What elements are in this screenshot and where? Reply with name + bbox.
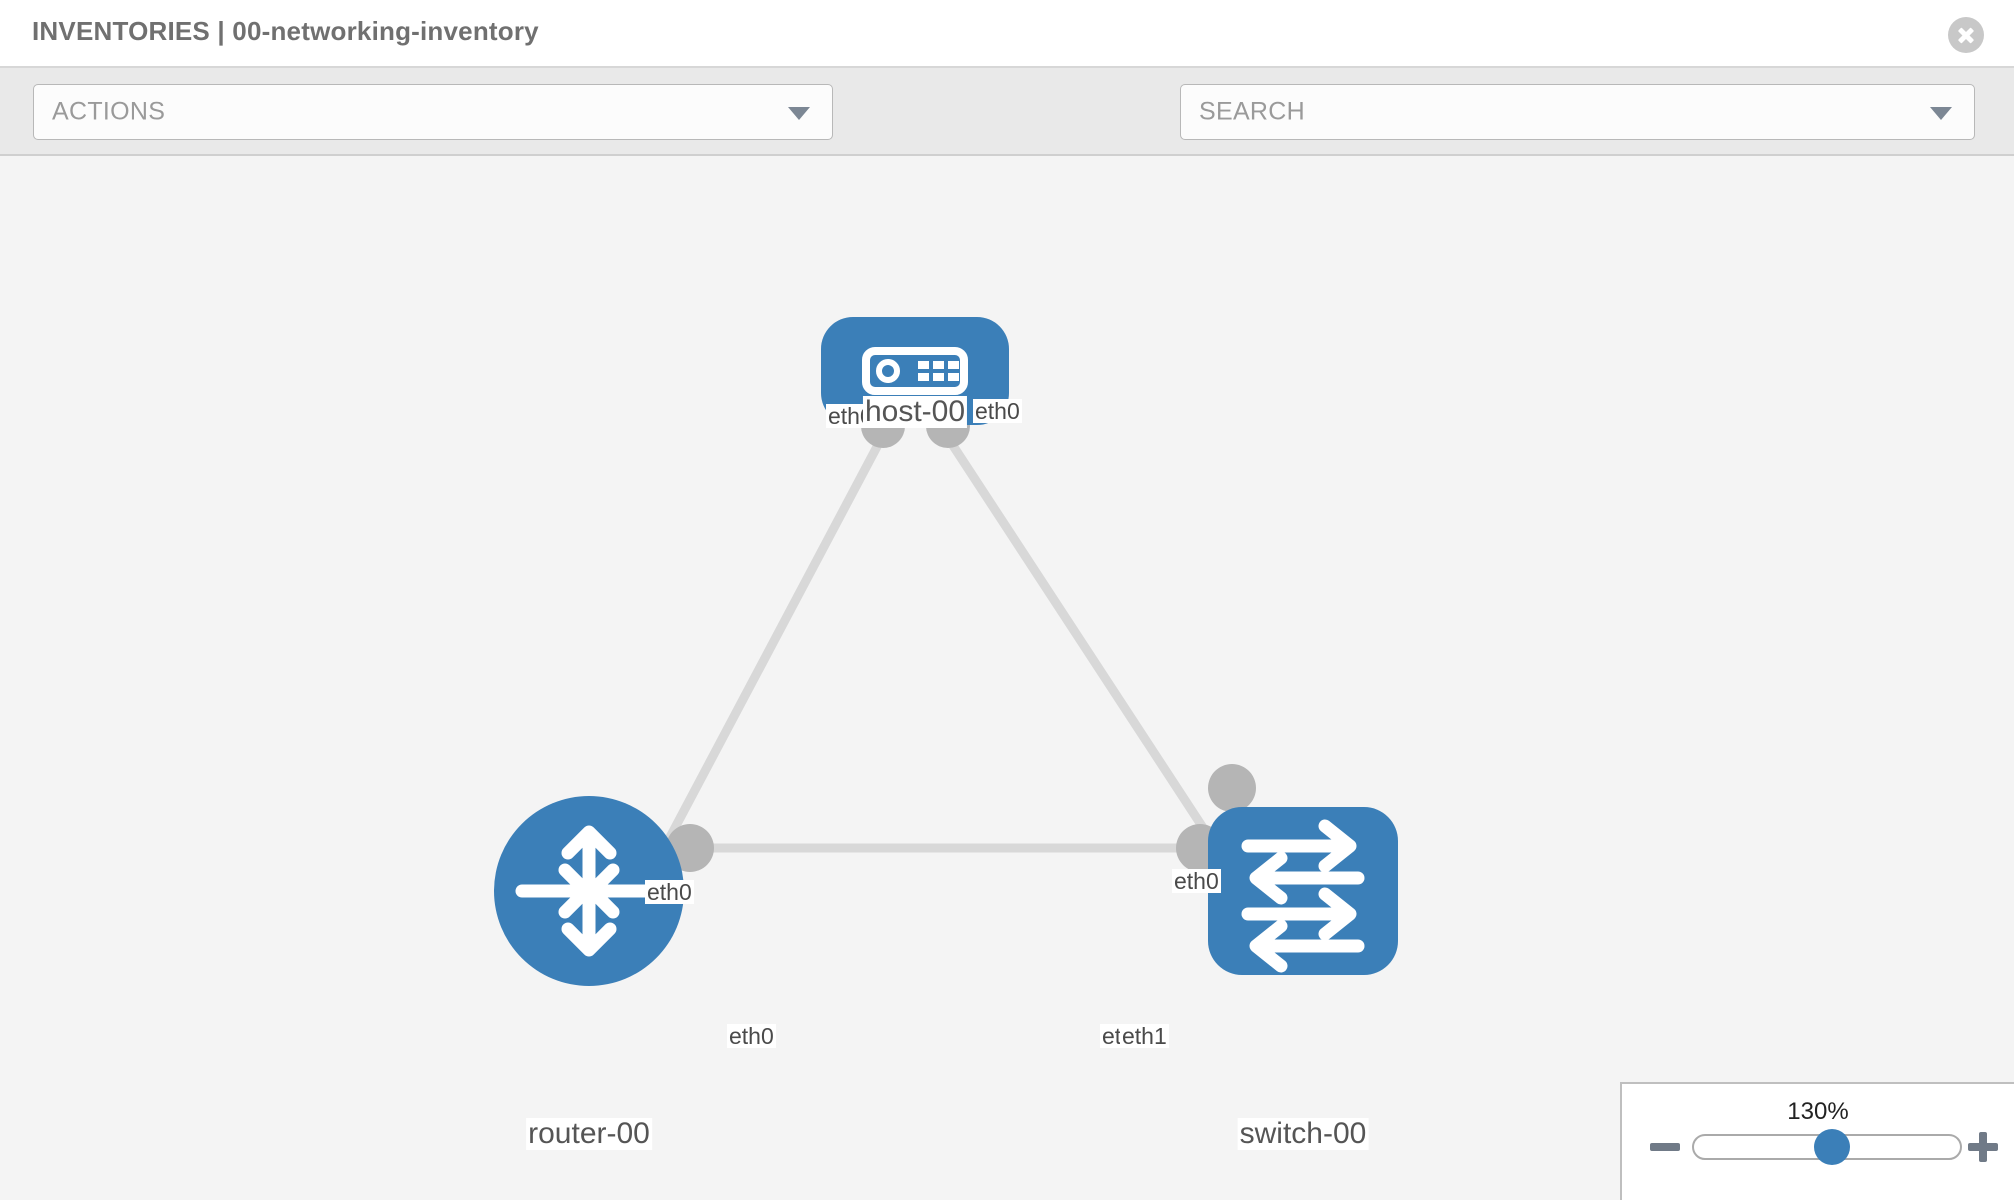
edge-label-switch-eth1: eth1 (1120, 1023, 1169, 1049)
actions-dropdown[interactable]: ACTIONS (33, 84, 833, 140)
node-switch-00[interactable] (1208, 807, 1398, 975)
close-icon[interactable] (1948, 17, 1984, 53)
actions-dropdown-label: ACTIONS (52, 97, 166, 126)
switch-arrows-icon (1241, 819, 1365, 973)
edge-label-host-right: eth0 (973, 398, 1022, 424)
link-host-switch[interactable] (946, 438, 1219, 849)
toolbar: ACTIONS SEARCH (0, 68, 2014, 201)
search-dropdown[interactable]: SEARCH (1180, 84, 1975, 140)
topology-canvas[interactable]: eth0 eth0 eth0 eth0 eth0 eth0 eth1 host-… (0, 156, 2014, 1200)
chevron-down-icon (788, 107, 810, 120)
endpoint-switch-top[interactable] (1208, 764, 1256, 812)
node-router-00[interactable] (494, 796, 684, 986)
edge-label-router-eth0: eth0 (727, 1023, 776, 1049)
node-label-router-00: router-00 (526, 1117, 652, 1150)
topology-links (656, 438, 1219, 859)
edge-label-switch-uplink: eth0 (1172, 868, 1221, 894)
node-label-host-00: host-00 (862, 395, 968, 428)
server-icon (862, 347, 968, 395)
link-host-router[interactable] (656, 438, 884, 859)
node-label-switch-00: switch-00 (1237, 1117, 1369, 1150)
topology-graph (494, 317, 1398, 986)
zoom-control-panel: 130% (1620, 1082, 2014, 1200)
page-header: INVENTORIES | 00-networking-inventory (0, 0, 2014, 68)
topology-endpoints (666, 404, 1256, 872)
router-arrows-icon (515, 825, 663, 957)
plus-icon[interactable] (1966, 1130, 2000, 1164)
edge-label-router-uplink: eth0 (645, 879, 694, 905)
zoom-slider-thumb[interactable] (1814, 1129, 1851, 1165)
zoom-slider-track[interactable] (1692, 1129, 1962, 1165)
chevron-down-icon (1930, 107, 1952, 120)
search-input-placeholder: SEARCH (1199, 97, 1305, 126)
zoom-level-value: 130% (1787, 1098, 1849, 1125)
minus-icon[interactable] (1648, 1130, 1682, 1164)
page-title: INVENTORIES | 00-networking-inventory (32, 16, 539, 46)
